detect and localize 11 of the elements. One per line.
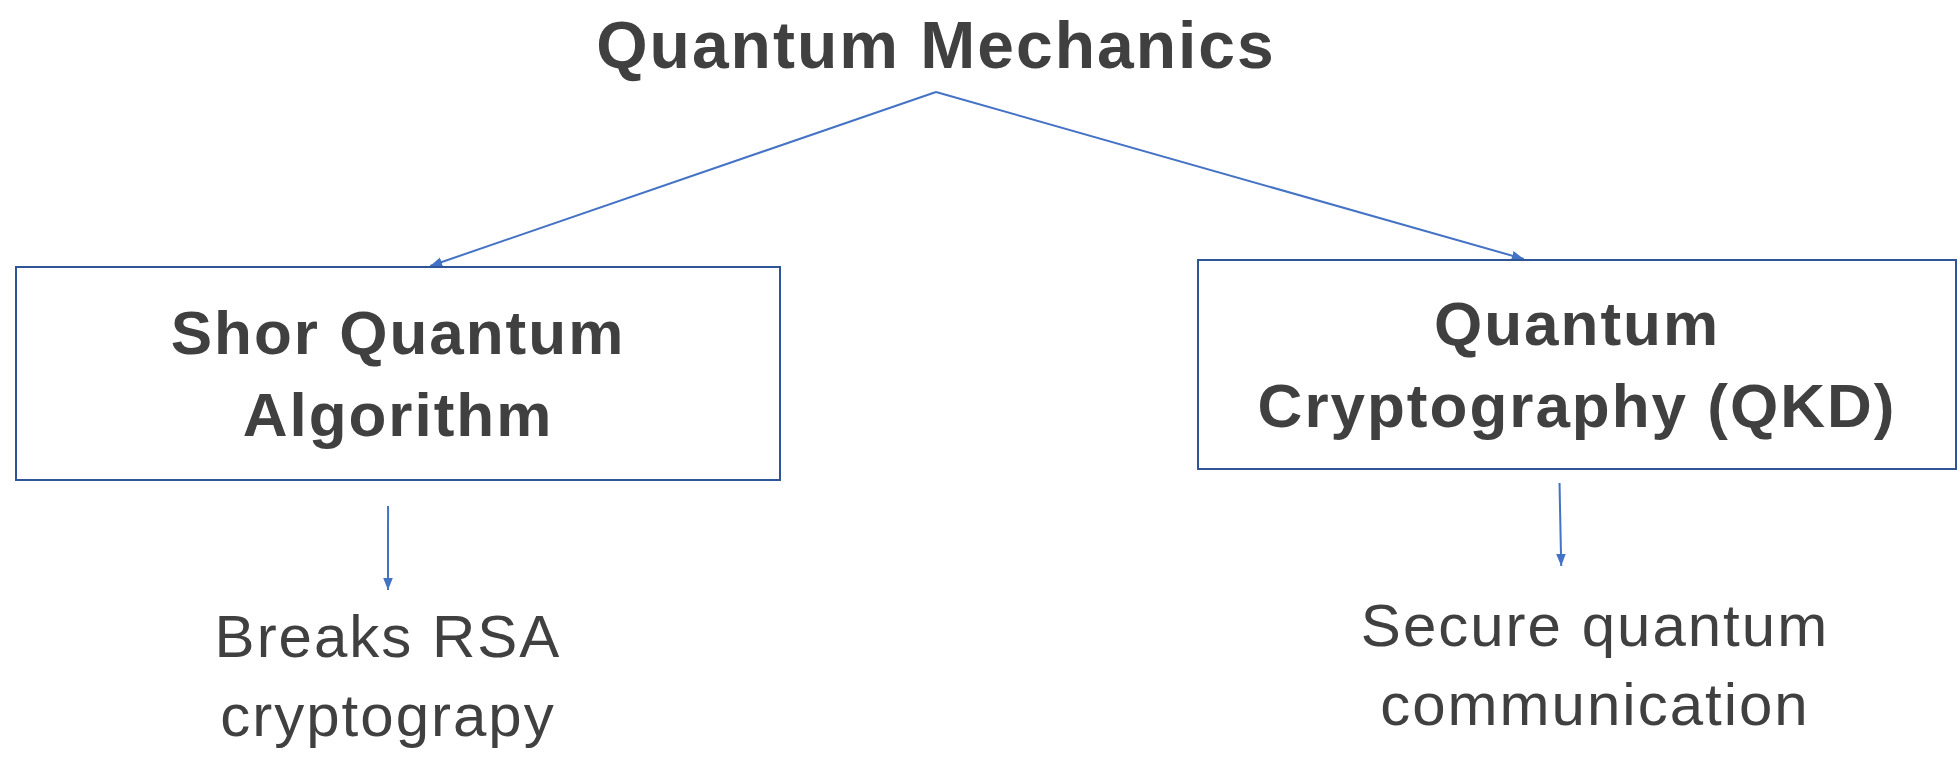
node-label: Quantum Mechanics <box>596 7 1276 85</box>
concept-box <box>1197 259 1957 470</box>
arrow <box>429 91 937 267</box>
box-label: Quantum Cryptography (QKD) <box>1256 287 1898 442</box>
outcome-text: Breaks RSA cryptograpy <box>213 601 563 751</box>
arrow <box>935 91 1525 261</box>
outcome-text: Secure quantum communication <box>1359 590 1831 740</box>
concept-box <box>15 266 781 481</box>
box-label: Shor Quantum Algorithm <box>169 296 627 451</box>
arrow <box>1556 482 1566 567</box>
arrow <box>383 505 393 591</box>
